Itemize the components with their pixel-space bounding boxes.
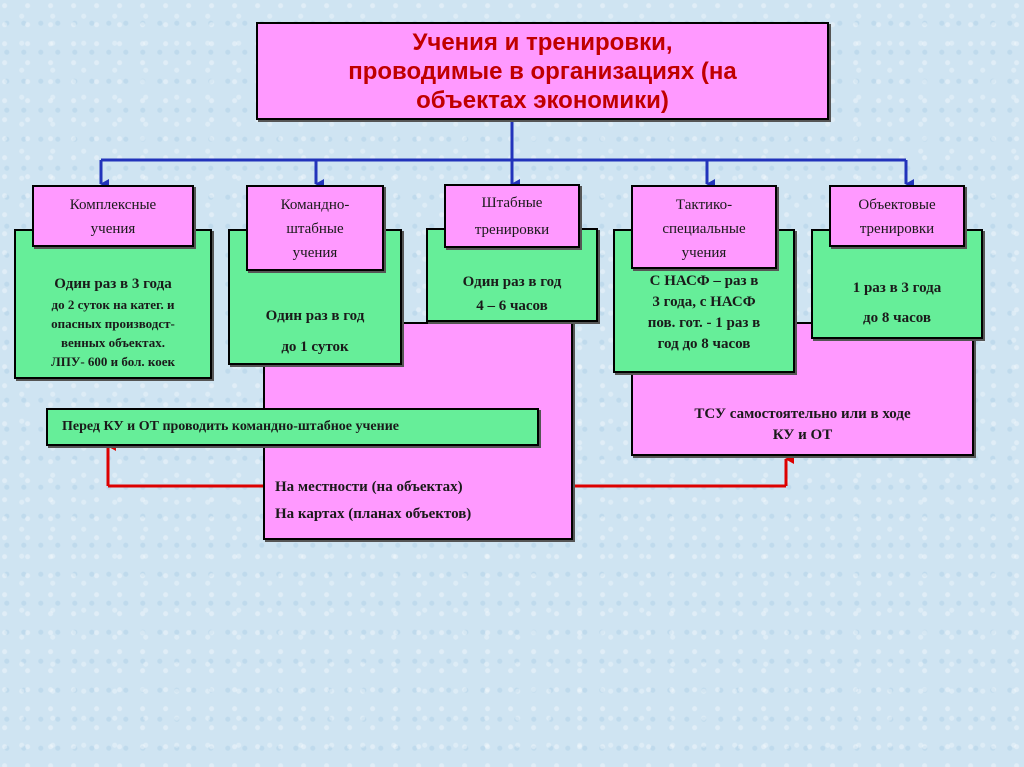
- header-line: тренировки: [859, 221, 935, 237]
- header-line: учения: [681, 245, 727, 261]
- detail-line: до 1 суток: [281, 339, 349, 355]
- title-line-2: проводимые в организациях (на: [348, 58, 737, 85]
- detail-line: 1 раз в 3 года: [852, 280, 942, 296]
- tsu-line-2: КУ и ОТ: [772, 427, 833, 443]
- object-trainings-header: Объектовые тренировки: [829, 185, 965, 247]
- header-line: Комплексные: [69, 197, 157, 213]
- blue-connectors: [99, 120, 914, 189]
- detail-line: С НАСФ – раз в: [649, 273, 759, 289]
- detail-line: до 2 суток на катег. и: [51, 297, 175, 312]
- detail-line: 4 – 6 часов: [476, 298, 548, 314]
- detail-line: венных объектах.: [61, 335, 165, 350]
- header-line: Командно-: [280, 197, 350, 213]
- command-staff-exercises-header: Командно- штабные учения: [246, 185, 384, 271]
- title-line-1: Учения и тренировки,: [412, 29, 673, 56]
- detail-line: Один раз в 3 года: [54, 276, 172, 292]
- header-line: штабные: [286, 221, 344, 237]
- detail-line: 3 года, с НАСФ: [652, 294, 756, 310]
- location-line-1: На местности (на объектах): [275, 479, 463, 495]
- detail-line: пов. гот. - 1 раз в: [647, 315, 761, 331]
- complex-exercises-details: Один раз в 3 года до 2 суток на катег. и…: [14, 229, 212, 379]
- detail-line: опасных производст-: [51, 316, 175, 331]
- detail-line: Один раз в год: [462, 274, 562, 290]
- note-text: Перед КУ и ОТ проводить командно-штабное…: [62, 419, 399, 434]
- header-line: учения: [90, 221, 136, 237]
- object-trainings-details: 1 раз в 3 года до 8 часов: [811, 229, 983, 339]
- staff-trainings-header: Штабные тренировки: [444, 184, 580, 248]
- header-line: Тактико-: [675, 197, 733, 213]
- note-box: Перед КУ и ОТ проводить командно-штабное…: [46, 408, 539, 446]
- red-connectors: [106, 441, 794, 488]
- complex-exercises-header: Комплексные учения: [32, 185, 194, 247]
- header-line: Объектовые: [858, 197, 936, 213]
- tsu-line-1: ТСУ самостоятельно или в ходе: [694, 406, 911, 422]
- detail-line: Один раз в год: [265, 308, 365, 324]
- header-line: тренировки: [474, 222, 550, 238]
- title-line-3: объектах экономики): [416, 87, 669, 114]
- location-line-2: На картах (планах объектов): [275, 506, 472, 522]
- header-line: Штабные: [481, 195, 543, 211]
- tactical-special-exercises-header: Тактико- специальные учения: [631, 185, 777, 269]
- detail-line: год до 8 часов: [657, 336, 751, 352]
- diagram-title: Учения и тренировки, проводимые в органи…: [256, 22, 829, 120]
- header-line: учения: [292, 245, 338, 261]
- detail-line: до 8 часов: [863, 310, 931, 326]
- header-line: специальные: [662, 221, 746, 237]
- detail-line: ЛПУ- 600 и бол. коек: [51, 354, 175, 369]
